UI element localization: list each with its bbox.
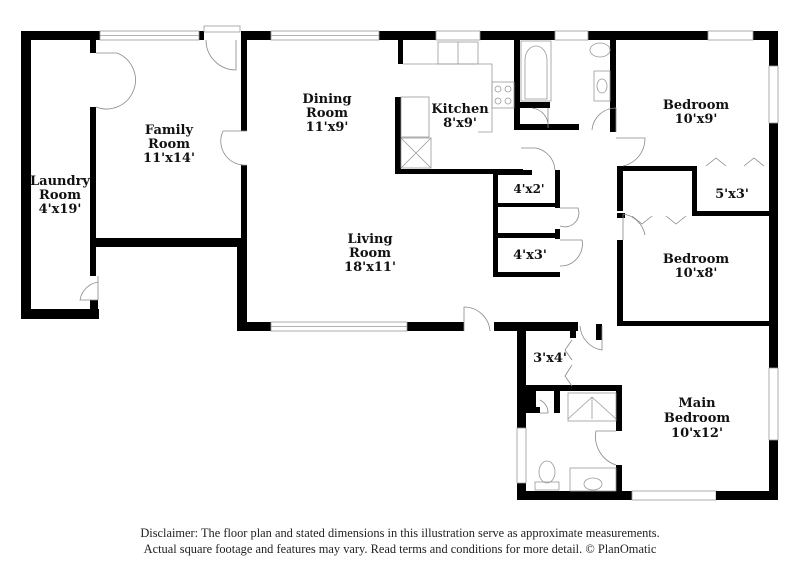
svg-text:10'x9': 10'x9' (675, 112, 718, 127)
closet-4x2-label: 4'x2' (513, 182, 544, 196)
svg-text:Bedroom: Bedroom (663, 252, 730, 267)
bedroom-1-label: Bedroom 10'x9' (663, 98, 730, 127)
fridge-icon (400, 137, 432, 169)
doors (79, 25, 765, 466)
svg-text:18'x11': 18'x11' (344, 260, 396, 275)
kitchen-sink-icon (437, 41, 479, 65)
svg-text:Kitchen: Kitchen (431, 102, 489, 117)
bedroom-2-label: Bedroom 10'x8' (663, 252, 730, 281)
disclaimer-line-1: Disclaimer: The floor plan and stated di… (140, 526, 660, 540)
svg-text:Room: Room (349, 246, 391, 261)
closet-5x3-label: 5'x3' (715, 187, 749, 202)
counter (400, 96, 430, 138)
dining-room-label: Dining Room 11'x9' (302, 92, 351, 135)
svg-text:Living: Living (347, 232, 392, 247)
vanity-sink-icon (569, 467, 617, 492)
svg-text:Family: Family (145, 123, 194, 138)
svg-text:Room: Room (39, 188, 81, 203)
svg-text:11'x14': 11'x14' (143, 151, 195, 166)
svg-text:10'x12': 10'x12' (671, 426, 723, 441)
svg-text:Laundry: Laundry (30, 174, 90, 189)
laundry-room-label: Laundry Room 4'x19' (30, 174, 90, 217)
svg-text:10'x8': 10'x8' (675, 266, 718, 281)
disclaimer-line-2: Actual square footage and features may v… (143, 542, 657, 556)
bath-sink-icon (593, 70, 611, 102)
walls (21, 31, 778, 500)
family-room-label: Family Room 11'x14' (143, 123, 195, 166)
windows (99, 30, 779, 501)
toilet-icon (589, 42, 611, 58)
closet-3x4-label: 3'x4' (533, 351, 567, 366)
toilet-icon (534, 460, 560, 491)
shower-icon (567, 392, 617, 422)
living-room-label: Living Room 18'x11' (344, 232, 396, 275)
bathtub-icon (520, 40, 552, 102)
closet-4x3-label: 4'x3' (513, 248, 547, 263)
svg-text:4'x19': 4'x19' (39, 202, 82, 217)
svg-text:Main: Main (678, 396, 716, 411)
svg-text:Room: Room (306, 106, 348, 121)
fixtures (400, 40, 617, 492)
main-bedroom-label: Main Bedroom 10'x12' (664, 396, 731, 441)
svg-text:Bedroom: Bedroom (664, 411, 731, 426)
svg-text:Room: Room (148, 137, 190, 152)
room-labels: Laundry Room 4'x19' Family Room 11'x14' … (30, 92, 749, 441)
svg-text:8'x9': 8'x9' (443, 116, 477, 131)
kitchen-label: Kitchen 8'x9' (431, 102, 489, 131)
disclaimer: Disclaimer: The floor plan and stated di… (0, 525, 800, 557)
svg-text:11'x9': 11'x9' (306, 120, 349, 135)
stove-icon (491, 81, 515, 109)
svg-text:Dining: Dining (302, 92, 351, 107)
svg-text:Bedroom: Bedroom (663, 98, 730, 113)
